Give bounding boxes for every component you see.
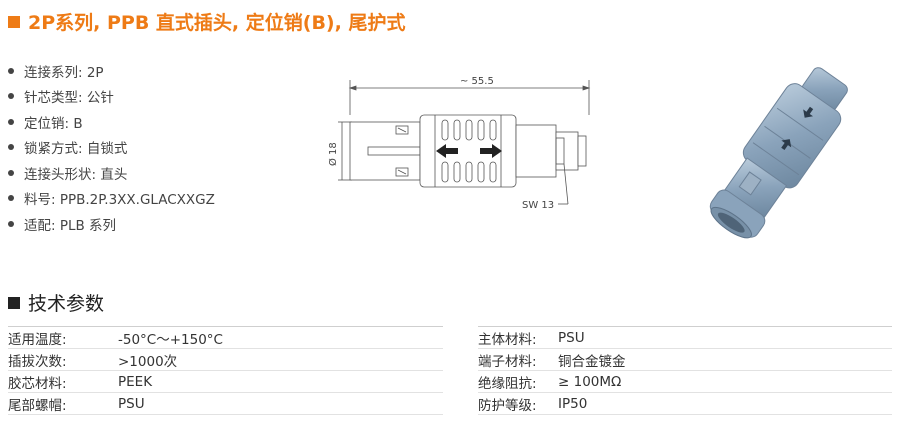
wrench-size-label: SW 13 <box>522 200 554 211</box>
technical-drawing: ~ 55.5 Ø 18 SW 13 <box>327 76 591 211</box>
bullet-icon <box>8 118 14 125</box>
section-heading: 技术参数 <box>8 289 104 316</box>
bullet-icon <box>8 169 14 176</box>
table-row: 防护等级:IP50 <box>478 393 892 415</box>
section-square-icon <box>8 296 20 309</box>
list-item: 适配: PLB 系列 <box>8 211 215 237</box>
section-title: 技术参数 <box>28 293 105 315</box>
list-item: 锁紧方式: 自锁式 <box>8 135 215 161</box>
list-item: 定位销: B <box>8 109 215 135</box>
table-row: 胶芯材料:PEEK <box>8 371 443 393</box>
table-row: 绝缘阻抗:≥ 100MΩ <box>478 371 892 393</box>
spec-list: 连接系列: 2P 针芯类型: 公针 定位销: B 锁紧方式: 自锁式 连接头形状… <box>8 58 215 237</box>
table-row: 端子材料:铜合金镀金 <box>478 349 892 371</box>
connector-photo <box>709 67 848 239</box>
table-row: 插拔次数:>1000次 <box>8 349 443 371</box>
bullet-icon <box>8 220 14 227</box>
bullet-icon <box>8 195 14 202</box>
table-row: 尾部螺帽:PSU <box>8 393 443 415</box>
list-item: 连接系列: 2P <box>8 58 215 84</box>
bullet-icon <box>8 93 14 100</box>
table-row: 主体材料:PSU <box>478 327 892 349</box>
params-table-right: 主体材料:PSU 端子材料:铜合金镀金 绝缘阻抗:≥ 100MΩ 防护等级:IP… <box>478 326 892 415</box>
diameter-dimension-label: Ø 18 <box>327 142 339 166</box>
list-item: 针芯类型: 公针 <box>8 84 215 110</box>
params-table-left: 适用温度:-50°C～+150°C 插拔次数:>1000次 胶芯材料:PEEK … <box>8 326 443 415</box>
length-dimension-label: ~ 55.5 <box>460 76 494 87</box>
list-item: 料号: PPB.2P.3XX.GLACXXGZ <box>8 186 215 212</box>
title-square-icon <box>8 15 20 28</box>
list-item: 连接头形状: 直头 <box>8 160 215 186</box>
bullet-icon <box>8 67 14 74</box>
page-title: 2P系列, PPB 直式插头, 定位销(B), 尾护式 <box>8 8 405 35</box>
title-text: 2P系列, PPB 直式插头, 定位销(B), 尾护式 <box>28 12 406 34</box>
table-row: 适用温度:-50°C～+150°C <box>8 327 443 349</box>
bullet-icon <box>8 144 14 151</box>
